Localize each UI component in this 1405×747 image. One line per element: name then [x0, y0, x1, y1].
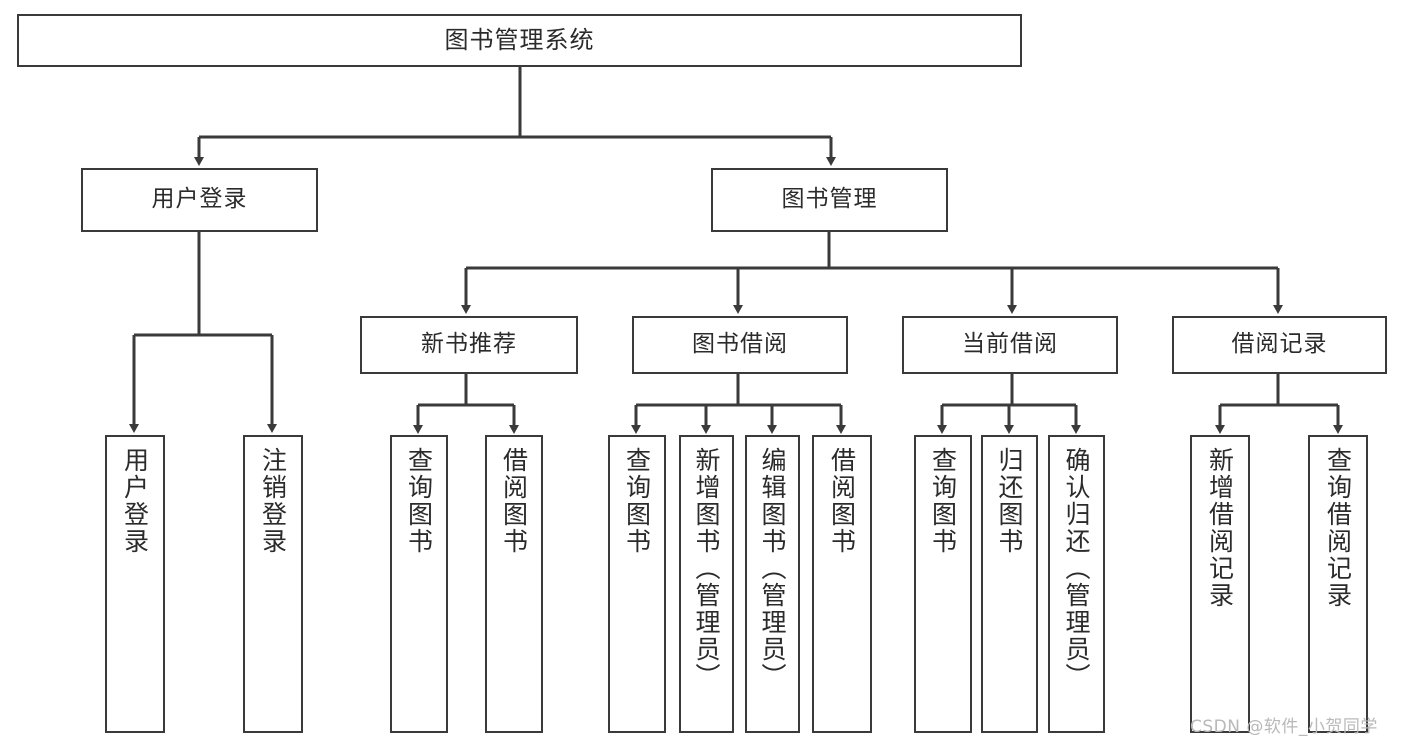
node-label: 查询图书	[622, 447, 652, 555]
leaf-current-borrow-confirm[interactable]: 确认归还（管理员）	[1048, 435, 1105, 733]
node-label: 用户登录	[151, 186, 248, 213]
node-book-borrow[interactable]: 图书借阅	[632, 316, 848, 374]
leaf-new-book-query[interactable]: 查询图书	[390, 435, 448, 733]
node-label: 确认归还（管理员）	[1062, 447, 1091, 690]
node-new-book-recommend[interactable]: 新书推荐	[360, 316, 578, 374]
leaf-book-borrow-edit[interactable]: 编辑图书（管理员）	[745, 435, 800, 733]
leaf-current-borrow-return[interactable]: 归还图书	[981, 435, 1038, 733]
node-label: 用户登录	[120, 447, 150, 555]
node-label: 查询图书	[928, 447, 958, 555]
node-label: 编辑图书（管理员）	[758, 447, 787, 690]
node-label: 借阅图书	[499, 447, 529, 555]
node-root-book-management-system[interactable]: 图书管理系统	[17, 14, 1022, 67]
leaf-borrow-record-add[interactable]: 新增借阅记录	[1190, 435, 1250, 733]
node-label: 查询借阅记录	[1323, 447, 1353, 609]
node-borrow-record[interactable]: 借阅记录	[1172, 316, 1387, 374]
leaf-book-borrow-add[interactable]: 新增图书（管理员）	[679, 435, 734, 733]
leaf-borrow-record-query[interactable]: 查询借阅记录	[1308, 435, 1368, 733]
node-current-borrow[interactable]: 当前借阅	[902, 316, 1118, 374]
node-label: 图书借阅	[692, 331, 788, 358]
node-book-management[interactable]: 图书管理	[711, 168, 948, 232]
node-label: 图书管理系统	[444, 26, 595, 55]
node-label: 借阅记录	[1231, 331, 1328, 358]
leaf-book-borrow-query[interactable]: 查询图书	[608, 435, 666, 733]
csdn-watermark: CSDN @软件_小贺同学	[1190, 717, 1378, 737]
node-user-login[interactable]: 用户登录	[81, 168, 318, 232]
node-label: 新增图书（管理员）	[692, 447, 721, 690]
node-label: 借阅图书	[827, 447, 857, 555]
node-label: 归还图书	[995, 447, 1024, 555]
node-label: 查询图书	[404, 447, 434, 555]
node-label: 图书管理	[781, 186, 878, 213]
leaf-logout[interactable]: 注销登录	[243, 435, 303, 733]
node-label: 当前借阅	[962, 331, 1058, 358]
node-label: 新增借阅记录	[1205, 447, 1235, 609]
node-label: 新书推荐	[421, 331, 517, 358]
leaf-book-borrow-borrow[interactable]: 借阅图书	[812, 435, 872, 733]
leaf-new-book-borrow[interactable]: 借阅图书	[485, 435, 543, 733]
leaf-user-login[interactable]: 用户登录	[105, 435, 165, 733]
leaf-current-borrow-query[interactable]: 查询图书	[914, 435, 972, 733]
node-label: 注销登录	[258, 447, 288, 555]
